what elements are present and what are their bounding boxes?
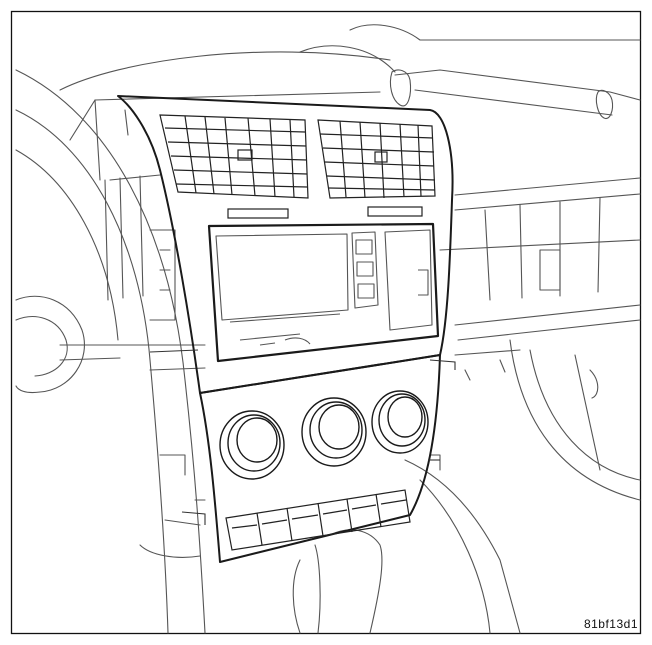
center-bezel (117, 95, 454, 563)
vent-slots (227, 206, 423, 219)
figure-code: 81bf13d1 (583, 617, 638, 631)
knob-left (219, 410, 285, 480)
radio-opening (207, 222, 440, 363)
knob-right (371, 390, 429, 454)
right-vent (317, 119, 436, 199)
knob-center (301, 397, 367, 467)
lower-bezel-outline (199, 354, 441, 563)
upper-bezel-outline (117, 95, 454, 394)
air-vents (159, 114, 436, 199)
switch-bank (225, 489, 411, 551)
figure-border (10, 10, 642, 635)
mount-clips (149, 349, 456, 525)
right-vent-tab (374, 151, 388, 163)
control-knobs (219, 390, 429, 480)
background-linework (15, 24, 641, 634)
left-vent-tab (237, 149, 253, 161)
left-vent (159, 114, 309, 199)
